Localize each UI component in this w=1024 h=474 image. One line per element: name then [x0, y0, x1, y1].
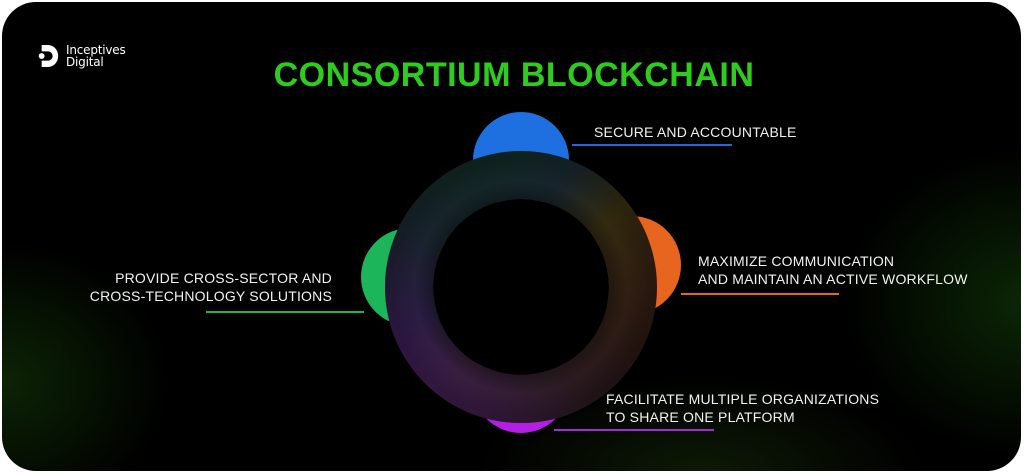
page-title: CONSORTIUM BLOCKCHAIN	[273, 56, 755, 94]
label-line: SECURE AND ACCOUNTABLE	[594, 124, 797, 140]
connector-line-orange	[681, 293, 839, 295]
label-line: FACILITATE MULTIPLE ORGANIZATIONS	[606, 391, 880, 407]
label-cross-sector: PROVIDE CROSS-SECTOR AND CROSS-TECHNOLOG…	[84, 269, 332, 305]
label-secure: SECURE AND ACCOUNTABLE	[594, 123, 797, 141]
label-line: PROVIDE CROSS-SECTOR AND	[115, 270, 332, 286]
label-facilitate: FACILITATE MULTIPLE ORGANIZATIONS TO SHA…	[606, 390, 879, 426]
label-line: CROSS-TECHNOLOGY SOLUTIONS	[89, 288, 332, 304]
brand-name: Inceptives Digital	[66, 44, 126, 68]
inceptives-logo-icon	[38, 45, 59, 67]
brand-logo: Inceptives Digital	[38, 42, 126, 70]
brand-name-line2: Digital	[66, 55, 104, 69]
label-communication: MAXIMIZE COMMUNICATION AND MAINTAIN AN A…	[698, 252, 968, 288]
connector-line-blue	[572, 144, 732, 146]
brand-name-line1: Inceptives	[66, 43, 126, 57]
connector-line-green	[206, 311, 364, 313]
label-line: AND MAINTAIN AN ACTIVE WORKFLOW	[698, 271, 968, 287]
central-ring	[385, 151, 657, 423]
connector-line-purple	[554, 429, 714, 431]
label-line: TO SHARE ONE PLATFORM	[606, 409, 795, 425]
label-line: MAXIMIZE COMMUNICATION	[698, 253, 895, 269]
